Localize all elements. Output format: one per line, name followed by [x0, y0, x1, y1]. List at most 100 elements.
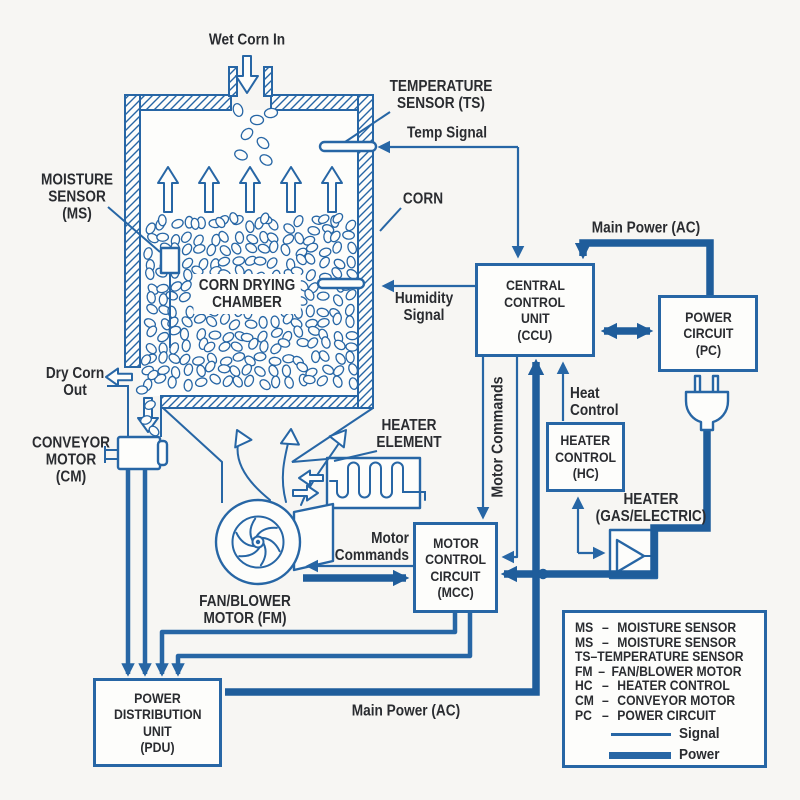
- label-line: ELEMENT: [376, 434, 442, 451]
- corn-kernel-icon: [253, 256, 267, 266]
- main-power-bottom-line: [225, 574, 540, 696]
- heater-burner-triangle: [615, 538, 646, 574]
- legend-entry-name: MOISTURE SENSOR: [617, 634, 737, 650]
- hc-label-line: CONTROL: [555, 448, 616, 465]
- label-line: Commands: [334, 547, 409, 564]
- pc-label-line: (PC): [695, 341, 721, 358]
- corn-kernel-icon: [168, 353, 181, 364]
- corn-kernel-icon: [181, 316, 193, 328]
- legend-row: FM–FAN/BLOWER MOTOR: [575, 663, 742, 680]
- power-circuit-box: POWER CIRCUIT (PC): [658, 295, 758, 372]
- corn-kernel-icon: [245, 242, 258, 254]
- corn-kernel-icon: [321, 336, 331, 349]
- corn-kernel-icon: [145, 342, 157, 355]
- corn-kernel-icon: [194, 377, 208, 388]
- label-line: MOTOR: [45, 451, 97, 469]
- corn-kernel-icon: [332, 375, 343, 388]
- corn-kernel-icon: [146, 291, 156, 304]
- label-line: Signal: [403, 307, 445, 324]
- corn-kernel-icon: [147, 369, 159, 381]
- power-plug-icon: [684, 374, 730, 432]
- power-junction-dot: [537, 568, 549, 580]
- corn-kernel-icon: [270, 375, 281, 389]
- corn-kernel-icon: [348, 363, 359, 376]
- pdu-label-line: DISTRIBUTION: [113, 706, 202, 722]
- dry-corn-out-arrow-icon: [105, 367, 133, 387]
- legend-entry-sep: –: [602, 707, 609, 723]
- corn-kernel-icon: [342, 230, 355, 240]
- legend-entry-name: TEMPERATURE SENSOR: [597, 649, 744, 665]
- corn-kernel-icon: [305, 242, 319, 253]
- label-line: MOTOR (FM): [203, 610, 287, 627]
- corn-kernel-icon: [215, 216, 226, 229]
- corn-kernel-icon: [196, 364, 206, 378]
- legend-entry-name: CONVEYOR MOTOR: [617, 692, 736, 708]
- corn-kernel-icon: [245, 220, 255, 234]
- corn-kernel-icon: [222, 331, 235, 343]
- corn-kernel-icon: [230, 341, 243, 352]
- power-line-sample: [609, 752, 671, 759]
- label-line: (GAS/ELECTRIC): [595, 508, 707, 525]
- fan-blades-icon: [235, 517, 281, 567]
- ccu-label-line: UNIT: [520, 310, 550, 326]
- corn-kernel-icon: [259, 379, 271, 391]
- corn-kernel-icon: [178, 291, 191, 303]
- corn-kernel-icon: [140, 354, 152, 366]
- ccu-label-line: CENTRAL: [505, 277, 565, 293]
- corn-kernel-icon: [181, 339, 191, 353]
- corn-kernel-icon: [170, 366, 181, 379]
- corn-kernel-icon: [145, 222, 156, 235]
- corn-kernel-icon: [148, 425, 160, 437]
- corn-kernel-icon: [218, 230, 229, 243]
- corn-kernel-icon: [257, 243, 271, 254]
- corn-kernel-icon: [157, 214, 167, 227]
- corn-kernel-icon: [263, 107, 279, 119]
- label-conveyor-motor: CONVEYOR MOTOR (CM): [32, 435, 110, 486]
- corn-kernel-icon: [316, 307, 330, 318]
- corn-kernel-icon: [179, 353, 191, 366]
- corn-kernel-icon: [331, 267, 343, 279]
- corn-kernel-icon: [348, 377, 359, 390]
- corn-kernel-icon: [310, 350, 321, 364]
- mcc-label-line: CONTROL: [425, 551, 486, 567]
- label-line: HEATER: [623, 491, 679, 508]
- signal-line-sample: [611, 733, 671, 736]
- corn-kernel-icon: [240, 127, 254, 141]
- inlet-chute-wall-right: [263, 66, 273, 97]
- label-line: CONVEYOR: [31, 434, 111, 452]
- corn-kernel-icon: [345, 350, 355, 364]
- label-line: CORN: [402, 190, 444, 208]
- label-line: Heat: [570, 385, 600, 402]
- corn-kernel-icon: [157, 331, 170, 343]
- legend-entry-abbr: MS: [575, 634, 594, 650]
- corn-kernel-icon: [234, 149, 248, 161]
- signal-lines: [305, 140, 606, 573]
- label-temperature-sensor: TEMPERATURE SENSOR (TS): [390, 78, 493, 112]
- corn-kernel-icon: [260, 212, 270, 225]
- corn-kernel-icon: [193, 243, 206, 254]
- corn-kernel-icon: [156, 232, 170, 242]
- legend-entry-name: FAN/BLOWER MOTOR: [611, 663, 742, 679]
- airflow-arrow-icon: [281, 434, 291, 503]
- pc-label-line: CIRCUIT: [683, 325, 733, 342]
- mcc-label-line: (MCC): [437, 584, 474, 600]
- corn-kernel-icon: [335, 352, 346, 365]
- motor-shaft: [104, 446, 118, 463]
- corn-kernel-icon: [234, 231, 245, 245]
- corn-kernel-icon: [259, 154, 273, 166]
- label-line: Control: [570, 402, 619, 419]
- chamber-wall-left: [124, 94, 141, 368]
- ccu-label-line: CONTROL: [504, 293, 566, 310]
- corn-kernel-icon: [268, 356, 282, 366]
- corn-kernel-icon: [156, 283, 170, 294]
- label-main-power-bottom: Main Power (AC): [352, 703, 460, 720]
- corn-kernel-icon: [241, 363, 253, 376]
- legend-entry-name: HEATER CONTROL: [617, 678, 730, 694]
- label-heater-gas-electric: HEATER (GAS/ELECTRIC): [596, 491, 707, 525]
- legend-entry-abbr: FM: [575, 663, 593, 679]
- corn-kernel-icon: [307, 337, 319, 349]
- corn-kernel-icon: [333, 258, 346, 270]
- pdu-label-line: (PDU): [140, 739, 175, 755]
